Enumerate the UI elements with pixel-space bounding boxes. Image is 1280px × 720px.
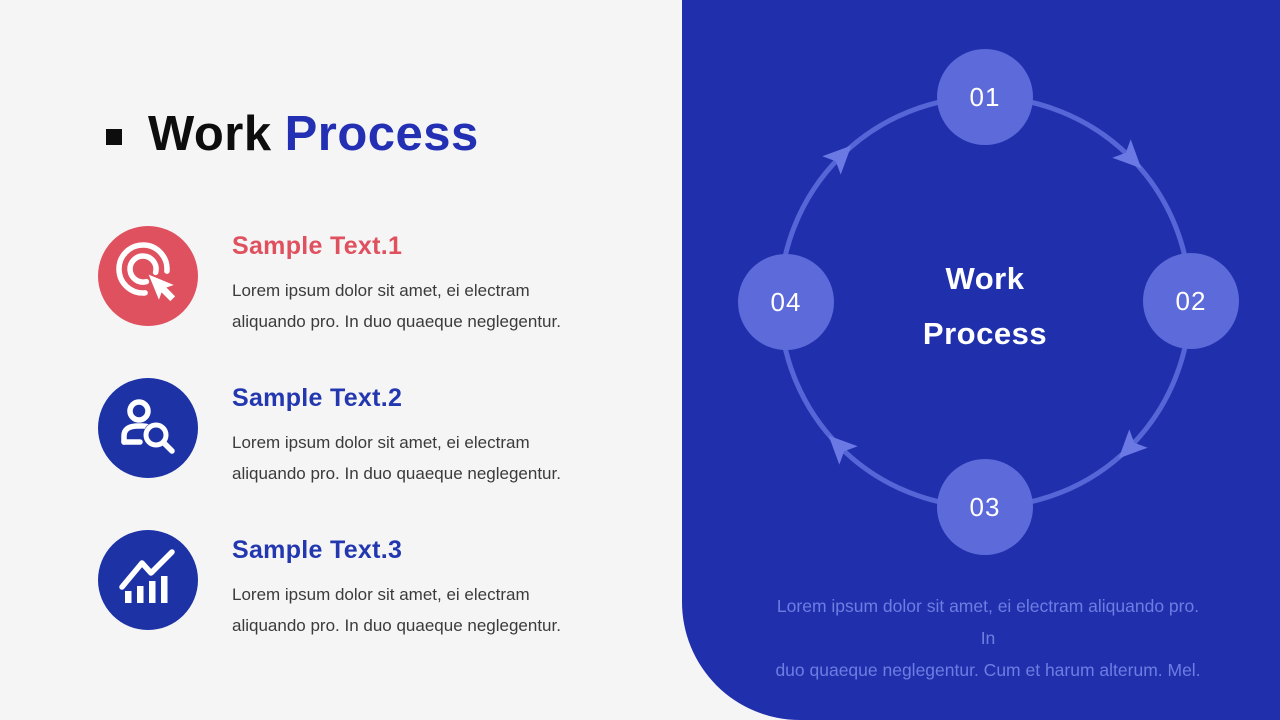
- diagram-caption: Lorem ipsum dolor sit amet, ei electram …: [770, 590, 1206, 686]
- item-body: Lorem ipsum dolor sit amet, ei electram …: [232, 281, 561, 331]
- item-heading: Sample Text.3: [232, 536, 403, 564]
- node-label: 02: [1175, 285, 1207, 316]
- cycle-node-03: 03: [937, 459, 1033, 555]
- item-heading: Sample Text.1: [232, 232, 403, 260]
- caption-line2: duo quaeque neglegentur. Cum et harum al…: [775, 660, 1201, 680]
- title-text-black: Work: [148, 107, 272, 161]
- node-label: 03: [969, 491, 1001, 522]
- cycle-node-02: 02: [1143, 253, 1239, 349]
- person-search-icon: [121, 399, 175, 454]
- cycle-node-01: 01: [937, 49, 1033, 145]
- item-heading: Sample Text.2: [232, 384, 403, 412]
- title-bullet-square: [106, 129, 122, 145]
- diagram-center-line1: Work: [945, 261, 1025, 296]
- bar-chart-icon: [119, 549, 175, 603]
- item-icon-circle: [98, 530, 198, 630]
- node-label: 04: [770, 286, 802, 317]
- item-icon-circle: [98, 378, 198, 478]
- item-body: Lorem ipsum dolor sit amet, ei electram …: [232, 433, 561, 483]
- diagram-center-line2: Process: [922, 316, 1048, 351]
- item-body: Lorem ipsum dolor sit amet, ei electram …: [232, 585, 561, 635]
- item-icon-circle: [98, 226, 198, 326]
- caption-line1: Lorem ipsum dolor sit amet, ei electram …: [776, 596, 1200, 648]
- cycle-node-04: 04: [738, 254, 834, 350]
- click-cursor-icon: [116, 242, 176, 302]
- title-text-accent: Process: [284, 107, 479, 161]
- node-label: 01: [969, 81, 1001, 112]
- diagram-center-title: Work Process: [885, 251, 1085, 361]
